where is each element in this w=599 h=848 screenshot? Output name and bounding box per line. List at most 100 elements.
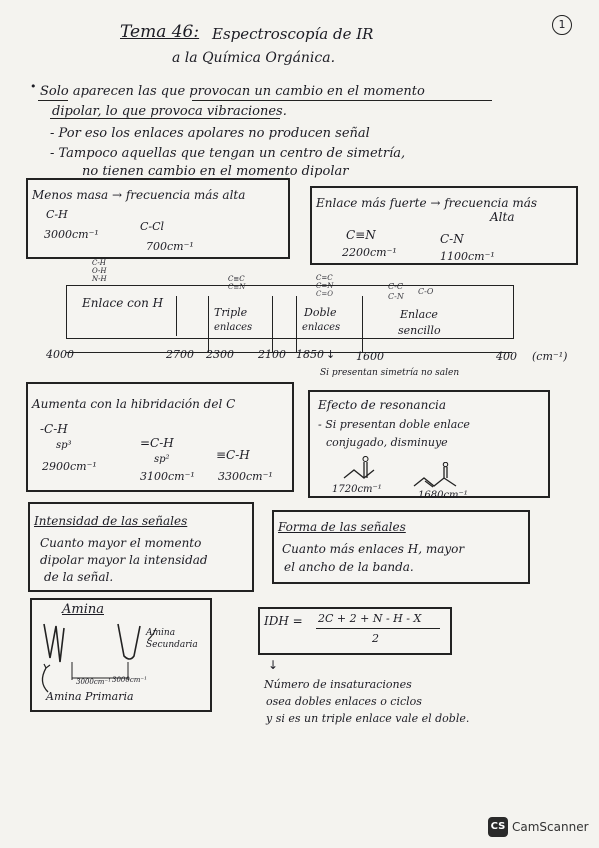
intro-line-4: - Tampoco aquellas que tengan un centro …	[50, 146, 406, 161]
bond-value-cn-triple: 2200cm⁻¹	[342, 246, 397, 259]
tick-400: 400	[496, 350, 517, 363]
intro-line-2: dipolar, lo que provoca vibraciones.	[52, 104, 287, 119]
bond-cn-triple: C≡N	[346, 228, 376, 242]
label-co-double: C=O	[316, 290, 333, 298]
spectrum-bar	[66, 285, 514, 339]
intro-line-5: no tienen cambio en el momento dipolar	[82, 164, 349, 179]
mass-bond-ccl: C-Cl	[140, 220, 165, 233]
resonance-line-1: - Si presentan doble enlace	[318, 418, 470, 431]
region-triple-1: Triple	[214, 306, 248, 319]
idh-down-arrow: ↓	[268, 658, 279, 672]
bond-value-cn-single: 1100cm⁻¹	[440, 250, 495, 263]
resonance-value-1: 1720cm⁻¹	[332, 484, 382, 495]
resonance-heading: Efecto de resonancia	[318, 398, 447, 412]
intensity-line-1: Cuanto mayor el momento	[40, 536, 202, 550]
spectrum-above-double: C=C C=N C=O	[316, 274, 333, 298]
shape-line-2: el ancho de la banda.	[284, 560, 414, 574]
label-co-single: C-O	[418, 287, 434, 296]
bullet-dot: •	[30, 80, 37, 93]
enone-structure-icon	[413, 462, 457, 488]
label-cn-single: C-N	[388, 292, 404, 301]
idh-denominator: 2	[372, 632, 379, 645]
resonance-box	[308, 390, 550, 498]
resonance-line-2: conjugado, disminuye	[326, 436, 448, 449]
down-arrow: ↓	[326, 348, 336, 361]
bond-strength-box	[310, 186, 578, 265]
page-number: 1	[552, 15, 572, 35]
hybrid-box	[26, 382, 294, 492]
intensity-line-2: dipolar mayor la intensidad	[40, 553, 208, 567]
bond-heading-1: Enlace más fuerte → frecuencia más	[316, 196, 538, 210]
shape-heading: Forma de las señales	[278, 520, 406, 534]
page-number-value: 1	[558, 18, 566, 31]
spectrum-divider-1	[176, 296, 177, 336]
hybrid-heading: Aumenta con la hibridación del C	[32, 397, 236, 411]
shape-line-1: Cuanto más enlaces H, mayor	[282, 542, 465, 556]
spectrum-divider-3	[272, 296, 273, 352]
idh-numerator: 2C + 2 + N - H - X	[318, 612, 422, 625]
camscanner-brand: CamScanner	[512, 820, 589, 834]
label-ch: C-H	[92, 259, 106, 267]
idh-fraction-bar	[316, 628, 440, 629]
underline-solo	[38, 100, 68, 101]
tick-4000: 4000	[46, 348, 74, 361]
label-cn-triple: C≡N	[228, 283, 246, 291]
amina-primary: Amina Primaria	[46, 690, 134, 703]
tick-1850: 1850	[296, 348, 324, 361]
region-double-1: Doble	[304, 306, 337, 319]
hybrid-sp2-label: sp²	[154, 454, 170, 465]
tick-1600: 1600	[356, 350, 384, 363]
label-cc-single: C-C	[388, 282, 403, 291]
idh-line-1: Número de insaturaciones	[264, 678, 412, 691]
amina-secondary-1: Amina	[146, 628, 176, 638]
label-cc-triple: C≡C	[228, 275, 245, 283]
label-nh: N-H	[92, 275, 107, 283]
page-subtitle: a la Química Orgánica.	[172, 50, 336, 66]
amina-value-2: 3000cm⁻¹	[112, 676, 147, 684]
hybrid-sp3-label: sp³	[56, 440, 72, 451]
page-title: Espectroscopía de IR	[212, 25, 374, 43]
intensity-line-3: de la señal.	[44, 570, 114, 584]
amina-box	[30, 598, 212, 712]
intensity-box	[28, 502, 254, 592]
mass-bond-ch: C-H	[46, 208, 68, 221]
spectrum-axis	[66, 352, 512, 353]
mass-box	[26, 178, 290, 259]
mass-heading: Menos masa → frecuencia más alta	[32, 188, 246, 202]
bond-cn-single: C-N	[440, 232, 464, 246]
label-oh: O-H	[92, 267, 107, 275]
shape-box	[272, 510, 530, 584]
tick-2100: 2100	[258, 348, 286, 361]
idh-line-2: osea dobles enlaces o ciclos	[266, 695, 422, 708]
hybrid-sp-struct: ≡C-H	[216, 448, 250, 462]
idh-box	[258, 607, 452, 655]
underline-momento	[192, 100, 492, 101]
spectrum-divider-4	[296, 296, 297, 352]
resonance-value-2: 1680cm⁻¹	[418, 490, 468, 501]
region-single-1: Enlace	[400, 308, 438, 321]
hybrid-sp2-struct: =C-H	[140, 436, 174, 450]
region-triple-2: enlaces	[214, 322, 253, 333]
hybrid-sp2-value: 3100cm⁻¹	[140, 470, 195, 483]
label-cn-double: C=N	[316, 282, 334, 290]
spectrum-divider-5	[362, 296, 363, 352]
hybrid-sp-value: 3300cm⁻¹	[218, 470, 273, 483]
ketone-structure-icon	[343, 456, 375, 479]
spectrum-above-triple: C≡C C≡N	[228, 275, 245, 291]
amina-heading: Amina	[62, 602, 104, 617]
idh-line-3: y si es un triple enlace vale el doble.	[266, 712, 470, 725]
amine-spectrum-icon	[41, 623, 157, 693]
region-double-2: enlaces	[302, 322, 341, 333]
bond-heading-2: Alta	[490, 210, 515, 224]
spectrum-divider-2	[208, 296, 209, 352]
tick-2300: 2300	[206, 348, 234, 361]
page-title-prefix: Tema 46:	[120, 22, 200, 42]
intro-line-1: Solo aparecen las que provocan un cambio…	[40, 84, 425, 99]
region-h-label: Enlace con H	[82, 296, 164, 310]
mass-value-ch: 3000cm⁻¹	[44, 228, 99, 241]
label-cc-double: C=C	[316, 274, 333, 282]
spectrum-unit: (cm⁻¹)	[532, 350, 568, 363]
hybrid-sp3-struct: -C-H	[40, 422, 68, 436]
mass-value-ccl: 700cm⁻¹	[146, 240, 194, 253]
hybrid-sp3-value: 2900cm⁻¹	[42, 460, 97, 473]
